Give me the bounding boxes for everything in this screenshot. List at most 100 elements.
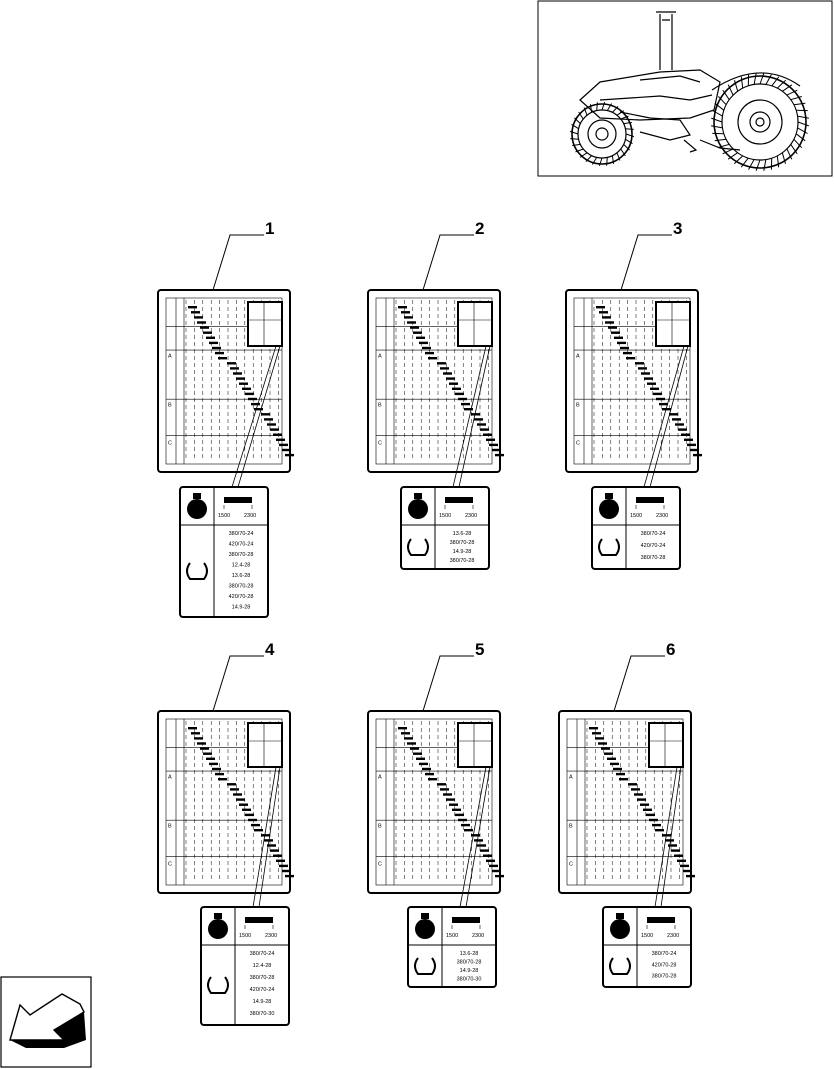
tire-size-label: 420/70-24 xyxy=(250,987,275,993)
rpm-high-label: 2300 xyxy=(656,513,668,519)
rpm-low-label: 1500 xyxy=(446,933,458,939)
range-letter: C xyxy=(576,441,580,447)
tire-size-label: 13.6-28 xyxy=(232,573,251,579)
tire-size-label: 380/70-28 xyxy=(652,974,677,980)
rpm-range-bar xyxy=(224,497,252,503)
tire-size-label: 420/70-28 xyxy=(229,594,254,600)
rpm-high-label: 2300 xyxy=(472,933,484,939)
tire-size-label: 420/70-24 xyxy=(641,543,666,549)
tire-size-label: 380/70-28 xyxy=(641,555,666,561)
callout-number: 5 xyxy=(475,640,484,659)
range-letter: A xyxy=(168,774,172,780)
range-letter: A xyxy=(569,774,573,780)
leader-line xyxy=(620,234,672,291)
tire-size-label: 380/70-28 xyxy=(229,584,254,590)
tire-size-label: 380/70-24 xyxy=(250,951,275,957)
tire-size-label: 380/70-24 xyxy=(641,531,666,537)
range-letter: B xyxy=(168,823,172,829)
tire-tread xyxy=(569,73,809,171)
range-letter: C xyxy=(168,441,172,447)
tire-size-label: 380/70-28 xyxy=(450,540,475,546)
rpm-range-bar xyxy=(647,917,675,923)
rpm-low-label: 1500 xyxy=(630,513,642,519)
callout-number: 6 xyxy=(666,640,675,659)
range-letter: A xyxy=(168,353,172,359)
tire-size-label: 420/70-28 xyxy=(652,962,677,968)
tire-size-label: 420/70-24 xyxy=(229,542,254,548)
rpm-low-label: 1500 xyxy=(641,933,653,939)
range-letter: A xyxy=(576,353,580,359)
rpm-high-label: 2300 xyxy=(667,933,679,939)
tire-size-label: 14.9-28 xyxy=(232,605,251,611)
tire-size-label: 380/70-30 xyxy=(250,1011,275,1017)
tractor-reference-panel xyxy=(537,0,833,177)
range-letter: C xyxy=(168,862,172,868)
engine-speed-icon xyxy=(408,493,428,519)
tire-icon xyxy=(414,957,436,975)
tire-icon xyxy=(609,957,631,975)
leader-line xyxy=(422,234,474,291)
tire-speed-detail: 1500 2300 380/70-24 12.4-28 380/70-28 420/70-… xyxy=(200,906,290,1026)
range-letter: B xyxy=(378,402,382,408)
tire-icon xyxy=(207,976,229,994)
rpm-low-label: 1500 xyxy=(439,513,451,519)
callout-number: 1 xyxy=(265,219,274,238)
previous-page-button[interactable] xyxy=(0,976,92,1068)
previous-page-arrow-icon xyxy=(9,993,86,1048)
rpm-range-bar xyxy=(636,497,664,503)
callout-number: 2 xyxy=(475,219,484,238)
tire-size-label: 13.6-28 xyxy=(453,531,472,537)
tire-size-label: 12.4-28 xyxy=(253,963,272,969)
tire-size-label: 380/70-24 xyxy=(652,951,677,957)
tire-size-label: 12.4-28 xyxy=(232,563,251,569)
range-letter: C xyxy=(378,441,382,447)
tire-size-label: 14.9-28 xyxy=(460,968,479,974)
tire-size-label: 380/70-28 xyxy=(250,975,275,981)
tire-size-label: 380/70-30 xyxy=(457,977,482,983)
speed-chart-decal: A B C xyxy=(157,289,294,473)
tire-size-label: 380/70-24 xyxy=(229,531,254,537)
engine-speed-icon xyxy=(208,913,228,939)
rpm-range-bar xyxy=(445,497,473,503)
callout-6: 6A B C 1500 2300 380/70-24 420/70-28 380/70-28 xyxy=(558,640,695,988)
rpm-low-label: 1500 xyxy=(218,513,230,519)
tire-speed-detail: 1500 2300 380/70-24 420/70-24 380/70-28 12.4-… xyxy=(179,486,269,618)
range-letter: A xyxy=(378,353,382,359)
tire-size-label: 380/70-28 xyxy=(229,552,254,558)
rpm-range-bar xyxy=(452,917,480,923)
tire-speed-detail: 1500 2300 380/70-24 420/70-24 380/70-28 xyxy=(591,486,681,570)
speed-chart-decal: A B C xyxy=(157,710,294,894)
callout-number: 3 xyxy=(673,219,682,238)
leader-line xyxy=(613,655,665,712)
rpm-range-bar xyxy=(245,917,273,923)
range-letter: A xyxy=(378,774,382,780)
rpm-high-label: 2300 xyxy=(244,513,256,519)
leader-line xyxy=(212,234,264,291)
tire-size-label: 380/70-28 xyxy=(450,558,475,564)
engine-speed-icon xyxy=(187,493,207,519)
speed-chart-decal: A B C xyxy=(558,710,695,894)
engine-speed-icon xyxy=(610,913,630,939)
tire-icon xyxy=(598,538,620,556)
tire-size-label: 14.9-28 xyxy=(253,999,272,1005)
tire-speed-detail: 1500 2300 380/70-24 420/70-28 380/70-28 xyxy=(602,906,692,988)
range-letter: C xyxy=(378,862,382,868)
rpm-high-label: 2300 xyxy=(265,933,277,939)
tire-size-label: 13.6-28 xyxy=(460,951,479,957)
speed-chart-decal: ABC xyxy=(565,289,702,473)
leader-line xyxy=(422,655,474,712)
tire-icon xyxy=(186,562,208,580)
speed-chart-decal: A B C xyxy=(367,710,504,894)
range-letter: C xyxy=(569,862,573,868)
tire-size-label: 14.9-28 xyxy=(453,549,472,555)
range-letter: B xyxy=(168,402,172,408)
rpm-low-label: 1500 xyxy=(239,933,251,939)
range-letter: B xyxy=(378,823,382,829)
range-letter: B xyxy=(569,823,573,829)
